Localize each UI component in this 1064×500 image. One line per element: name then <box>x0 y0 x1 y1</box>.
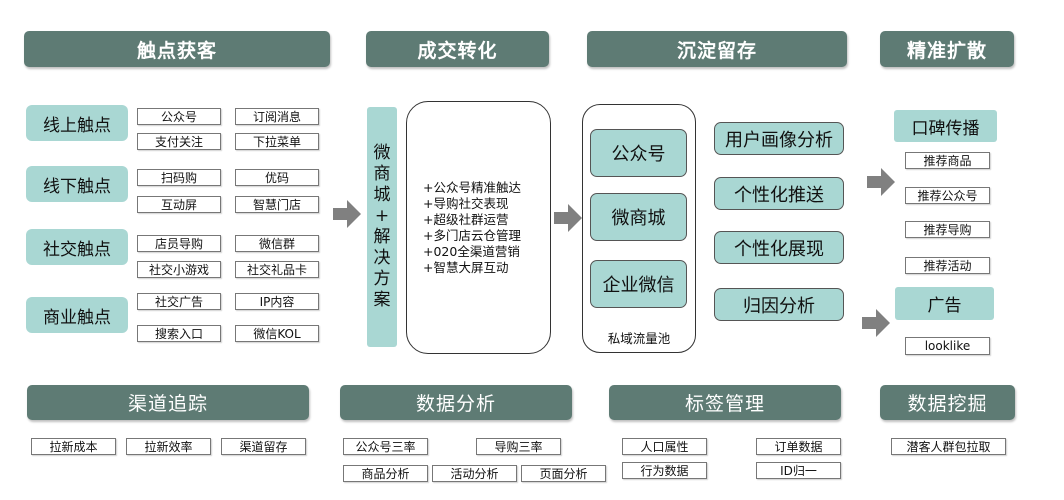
vertical-char: 案 <box>373 290 391 310</box>
header-data-mining: 数据挖掘 <box>880 385 1015 420</box>
solution-list: +公众号精准触达 +导购社交表现 +超级社群运营 +多门店云仓管理 +020全渠… <box>423 180 521 276</box>
solution-item: +智慧大屏互动 <box>423 260 509 275</box>
vertical-char: 城 <box>373 185 391 205</box>
tag-acquisition-efficiency: 拉新效率 <box>126 438 211 455</box>
tag-scan-buy: 扫码购 <box>137 169 221 186</box>
analysis-personal-push: 个性化推送 <box>714 177 844 210</box>
tag-prospect-audience: 潜客人群包拉取 <box>891 438 1006 455</box>
vertical-char: 解 <box>373 227 391 247</box>
tag-recommend-product: 推荐商品 <box>905 152 990 169</box>
solution-panel: +公众号精准触达 +导购社交表现 +超级社群运营 +多门店云仓管理 +020全渠… <box>406 101 551 354</box>
vertical-char: 方 <box>373 269 391 289</box>
tag-store-guide: 店员导购 <box>137 235 221 252</box>
tag-product-analysis: 商品分析 <box>343 465 428 482</box>
tag-looklike: looklike <box>905 337 990 355</box>
solution-vertical-label: 微 商 城 + 解 决 方 案 <box>367 107 397 347</box>
tag-channel-retention: 渠道留存 <box>221 438 306 455</box>
touchpoint-offline: 线下触点 <box>26 166 128 202</box>
vertical-char: 商 <box>373 164 391 184</box>
right-arrow-icon <box>867 168 895 196</box>
right-arrow-icon <box>554 204 582 232</box>
tag-dropdown-menu: 下拉菜单 <box>235 133 319 150</box>
header-touch: 触点获客 <box>24 31 330 67</box>
tag-recommend-activity: 推荐活动 <box>905 257 990 274</box>
header-data-analysis: 数据分析 <box>340 385 572 420</box>
analysis-user-profile: 用户画像分析 <box>714 122 844 155</box>
tag-social-ads: 社交广告 <box>137 293 221 310</box>
tag-guide-rates: 导购三率 <box>476 438 561 455</box>
tag-id-unification: ID归一 <box>756 462 841 479</box>
tag-social-giftcard: 社交礼品卡 <box>235 261 319 278</box>
tag-subscription-msg: 订阅消息 <box>235 108 319 125</box>
touchpoint-commercial: 商业触点 <box>26 297 128 333</box>
tag-recommend-guide: 推荐导购 <box>905 221 990 238</box>
solution-item: +超级社群运营 <box>423 212 509 227</box>
tag-order-data: 订单数据 <box>756 438 841 455</box>
solution-item: +020全渠道营销 <box>423 244 520 259</box>
header-retain: 沉淀留存 <box>587 31 847 67</box>
pool-caption: 私域流量池 <box>607 331 671 346</box>
ads: 广告 <box>895 287 994 320</box>
tag-pay-follow: 支付关注 <box>137 133 221 150</box>
touchpoint-online: 线上触点 <box>26 105 128 141</box>
right-arrow-icon <box>862 309 890 337</box>
pool-micro-mall: 微商城 <box>590 193 687 241</box>
header-convert: 成交转化 <box>366 31 549 67</box>
tag-activity-analysis: 活动分析 <box>432 465 517 482</box>
vertical-char: 微 <box>373 143 391 163</box>
vertical-char: 决 <box>373 248 391 268</box>
analysis-personal-display: 个性化展现 <box>714 231 844 264</box>
tag-interactive-screen: 互动屏 <box>137 196 221 213</box>
tag-official-account: 公众号 <box>137 108 221 125</box>
solution-item: +多门店云仓管理 <box>423 228 521 243</box>
solution-item: +导购社交表现 <box>423 196 509 211</box>
tag-youma: 优码 <box>235 169 319 186</box>
tag-social-minigame: 社交小游戏 <box>137 261 221 278</box>
tag-wechat-kol: 微信KOL <box>235 325 319 342</box>
tag-page-analysis: 页面分析 <box>521 465 606 482</box>
tag-smart-store: 智慧门店 <box>235 196 319 213</box>
right-arrow-icon <box>333 200 361 228</box>
touchpoint-social: 社交触点 <box>26 229 128 265</box>
pool-official-account: 公众号 <box>590 129 687 177</box>
solution-item: +公众号精准触达 <box>423 180 521 195</box>
tag-behavior-data: 行为数据 <box>622 462 707 479</box>
tag-recommend-account: 推荐公众号 <box>905 187 990 204</box>
analysis-attribution: 归因分析 <box>714 288 844 321</box>
tag-demographics: 人口属性 <box>622 438 707 455</box>
tag-acquisition-cost: 拉新成本 <box>31 438 116 455</box>
pool-enterprise-wechat: 企业微信 <box>590 260 687 308</box>
word-of-mouth: 口碑传播 <box>894 110 997 142</box>
header-spread: 精准扩散 <box>880 31 1014 67</box>
header-channel-tracking: 渠道追踪 <box>27 385 309 420</box>
tag-wechat-group: 微信群 <box>235 235 319 252</box>
tag-search-entry: 搜索入口 <box>137 325 221 342</box>
vertical-char: + <box>374 206 390 226</box>
tag-ip-content: IP内容 <box>235 293 319 310</box>
header-tag-management: 标签管理 <box>609 385 841 420</box>
tag-account-rates: 公众号三率 <box>343 438 428 455</box>
